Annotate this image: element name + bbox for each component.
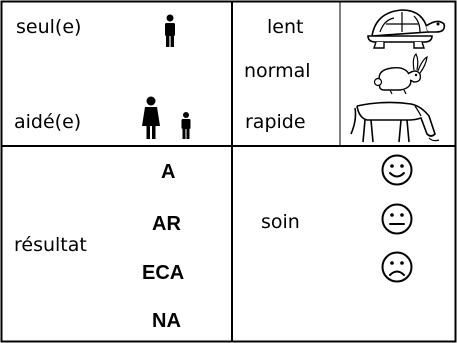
grade-na: NA [152,310,181,332]
alone-label: seul(e) [16,16,82,38]
neutral-face-icon [381,203,413,235]
happy-face-icon [381,154,413,186]
sad-face-icon [381,251,413,283]
result-label: résultat [14,234,87,256]
person-icon [165,14,175,47]
tortoise-icon [367,9,446,49]
adult-and-child-icon [142,96,191,139]
rabbit-icon [373,52,428,95]
helped-label: aidé(e) [14,111,82,133]
horse-icon [350,101,440,143]
care-label: soin [261,211,300,233]
slow-label: lent [267,16,304,38]
normal-label: normal [244,60,311,82]
fast-label: rapide [245,111,306,133]
grade-ar: AR [152,213,181,235]
grade-a: A [161,161,176,183]
grade-eca: ECA [142,262,185,284]
